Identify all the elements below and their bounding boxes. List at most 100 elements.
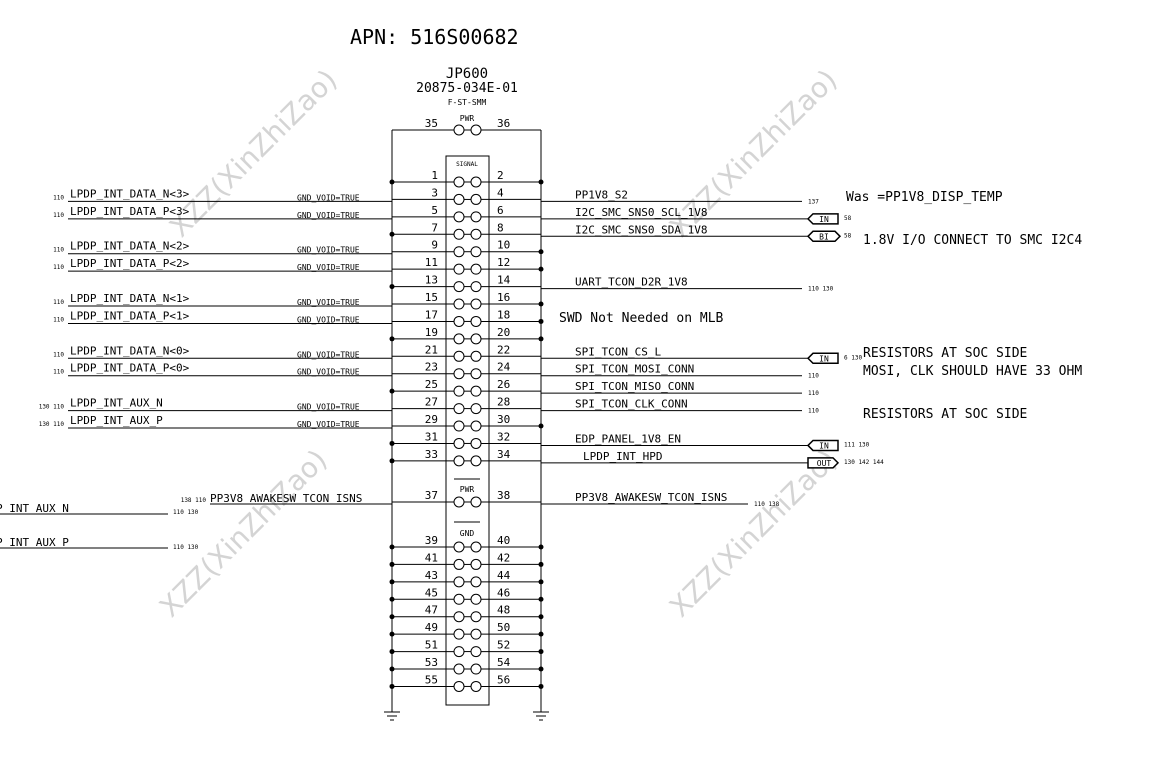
net-ref: 58 [844,232,852,239]
net-label: P_INT_AUX_N [0,502,69,515]
pin-contact [470,593,482,605]
pin-number: 24 [497,361,511,374]
net-ref: 138 110 [181,497,207,504]
pin-contact [453,246,465,258]
pin-number: 28 [497,396,510,409]
pin-number: 15 [425,291,438,304]
pin-number: 22 [497,343,510,356]
pin-number: 33 [425,448,438,461]
junction-dot [389,666,395,672]
junction-dot [389,440,395,446]
junction-dot [389,631,395,637]
net-ref: 110 [53,247,64,254]
net-ref: 110 130 [173,544,199,551]
junction-dot [389,683,395,689]
pwr-top-label: PWR [460,114,475,123]
pin-contact [470,368,482,380]
pin-contact [453,437,465,449]
pin-contact [470,263,482,275]
pin-contact [470,611,482,623]
gnd-section-label: GND [460,529,475,538]
net-label: P_INT_AUX_P [0,536,69,549]
pin-number: 19 [425,326,438,339]
pin-number: 55 [425,673,438,686]
junction-dot [538,614,544,620]
net-property: GND_VOID=TRUE [297,211,360,220]
junction-dot [538,336,544,342]
pin-number: 34 [497,448,511,461]
pin-number: 36 [497,117,510,130]
pin-contact [470,315,482,327]
pin-contact [453,455,465,467]
net-ref: 110 130 [808,286,834,293]
pin-contact [453,646,465,658]
net-label: PP3V8_AWAKESW_TCON_ISNS [575,491,727,504]
junction-dot [389,579,395,585]
junction-dot [389,561,395,567]
pin-contact [470,176,482,188]
net-property: GND_VOID=TRUE [297,420,360,429]
net-property: GND_VOID=TRUE [297,368,360,377]
watermark-text: XZZ(XinZhiZao) [663,443,844,624]
junction-dot [538,179,544,185]
net-ref: 130 110 [39,421,65,428]
pin-contact [453,558,465,570]
pin-contact [453,176,465,188]
junction-dot [389,458,395,464]
net-property: GND_VOID=TRUE [297,298,360,307]
net-ref: 110 [53,264,64,271]
pin-contact [470,211,482,223]
pin-contact [470,246,482,258]
net-ref: 110 138 [754,501,780,508]
pin-number: 4 [497,186,504,199]
net-label: I2C_SMC_SNS0_SDA_1V8 [575,223,707,236]
junction-dot [538,423,544,429]
pin-number: 14 [497,274,511,287]
pin-contact [470,437,482,449]
net-ref: 110 [53,351,64,358]
junction-dot [389,388,395,394]
pin-number: 27 [425,396,438,409]
pin-pair: 33 34 [392,448,541,467]
pin-pair: 23 24 [392,361,541,380]
pin-number: 46 [497,586,510,599]
pin-number: 23 [425,361,438,374]
pwr-mid-label: PWR [460,485,475,494]
pin-contact [470,576,482,588]
offpage-net-aux-n: P_INT_AUX_N 110 130 [0,502,199,516]
pin-contact [470,298,482,310]
note-resistors-1: RESISTORS AT SOC SIDE [863,346,1027,361]
pin-number: 44 [497,569,511,582]
pin-contact [470,193,482,205]
pin-contact [453,420,465,432]
pwr-top-pins: 35 36 [392,117,541,136]
pin-pair: 27 28 [392,396,541,415]
net-ref: 110 [53,316,64,323]
junction-dot [389,336,395,342]
port-flag [806,230,842,243]
pin-contact [470,541,482,553]
